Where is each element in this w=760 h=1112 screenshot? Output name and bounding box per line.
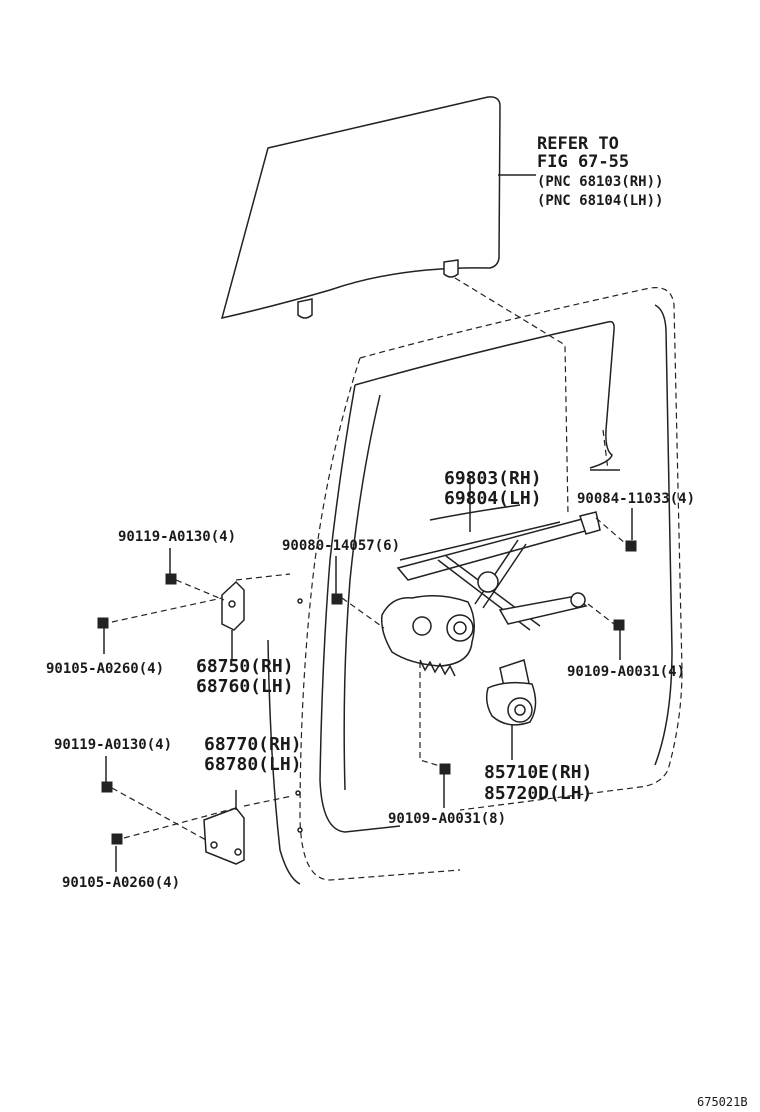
callout-hinge-lower-lh[interactable]: 68780(LH) (204, 754, 302, 775)
window-motor (485, 659, 537, 760)
figure-code: 675021B (697, 1095, 748, 1109)
callout-hinge-upper-lh[interactable]: 68760(LH) (196, 676, 294, 697)
callout-regulator-rh[interactable]: 69803(RH) (444, 468, 542, 489)
bolt-leaders (111, 517, 627, 841)
window-regulator (396, 475, 601, 631)
callout-bolt-90119-bottom[interactable]: 90119-A0130(4) (54, 737, 173, 753)
refer-line-4: (PNC 68104(LH)) (537, 193, 664, 209)
refer-line-3: (PNC 68103(RH)) (537, 174, 664, 190)
callout-bolt-90084[interactable]: 90084-11033(4) (577, 491, 696, 507)
callout-bolt-90109-right[interactable]: 90109-A0031(4) (567, 664, 686, 680)
callout-leaders (103, 508, 633, 872)
door-glass (220, 96, 536, 320)
regulator-gear-plate (380, 595, 475, 677)
bolts (97, 540, 637, 845)
refer-line-2: FIG 67-55 (537, 152, 630, 172)
callout-bolt-90105-bottom[interactable]: 90105-A0260(4) (62, 875, 181, 891)
hinge-lower (203, 790, 245, 865)
refer-line-1: REFER TO (537, 134, 619, 154)
callout-bolt-90080[interactable]: 90080-14057(6) (282, 538, 401, 554)
callout-bolt-90119-top[interactable]: 90119-A0130(4) (118, 529, 237, 545)
callout-bolt-90105-top[interactable]: 90105-A0260(4) (46, 661, 165, 677)
callout-motor-rh[interactable]: 85710E(RH) (484, 762, 593, 783)
callout-regulator-lh[interactable]: 69804(LH) (444, 488, 542, 509)
hinge-upper (221, 580, 245, 660)
callout-hinge-lower-rh[interactable]: 68770(RH) (204, 734, 302, 755)
callout-motor-lh[interactable]: 85720D(LH) (484, 783, 593, 804)
callout-hinge-upper-rh[interactable]: 68750(RH) (196, 656, 294, 677)
door-frame (267, 287, 683, 885)
callout-bolt-90109-bottom[interactable]: 90109-A0031(8) (388, 811, 507, 827)
